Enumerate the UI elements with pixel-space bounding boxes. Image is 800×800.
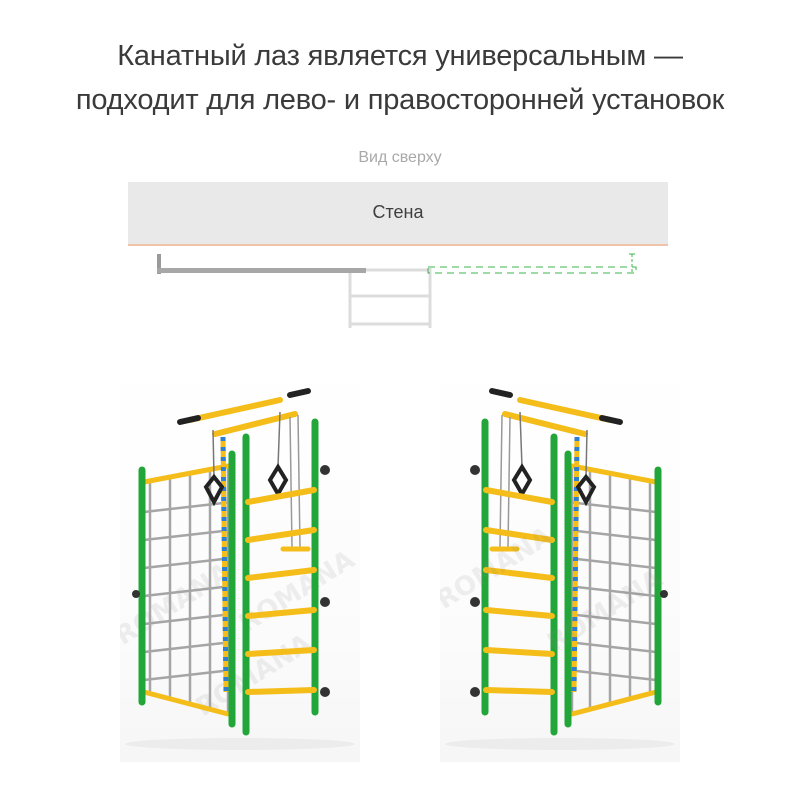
top-view-diagram (157, 253, 637, 328)
headline: Канатный лаз является универсальным — по… (0, 34, 800, 122)
wall-label: Стена (372, 202, 424, 222)
illustration-right: ROMANA ROMANA (431, 362, 680, 762)
trapeze-left (280, 414, 311, 552)
svg-text:ROMANA: ROMANA (120, 557, 237, 651)
svg-text:ROMANA: ROMANA (234, 545, 360, 639)
illustration-left: ROMANA ROMANA ROMANA (110, 362, 360, 762)
pullup-bar-left (177, 388, 311, 425)
top-bars-left (187, 397, 298, 437)
right-bar-dashed (427, 253, 637, 274)
wall-mounts-left (132, 465, 330, 697)
wall-block: Стена (128, 182, 668, 246)
svg-text:ROMANA: ROMANA (440, 521, 558, 615)
ladder-top-view (348, 268, 432, 328)
left-bar-solid (157, 254, 366, 274)
ladder-rungs-left (245, 487, 317, 695)
gym-rings-left (203, 411, 289, 507)
headline-line-2: подходит для лево- и правосторонней уста… (75, 84, 725, 116)
frame-posts-left (138, 418, 319, 736)
top-view-label: Вид сверху (358, 149, 442, 166)
headline-line-1: Канатный лаз является универсальным — (117, 40, 683, 72)
rope-left (220, 436, 229, 693)
